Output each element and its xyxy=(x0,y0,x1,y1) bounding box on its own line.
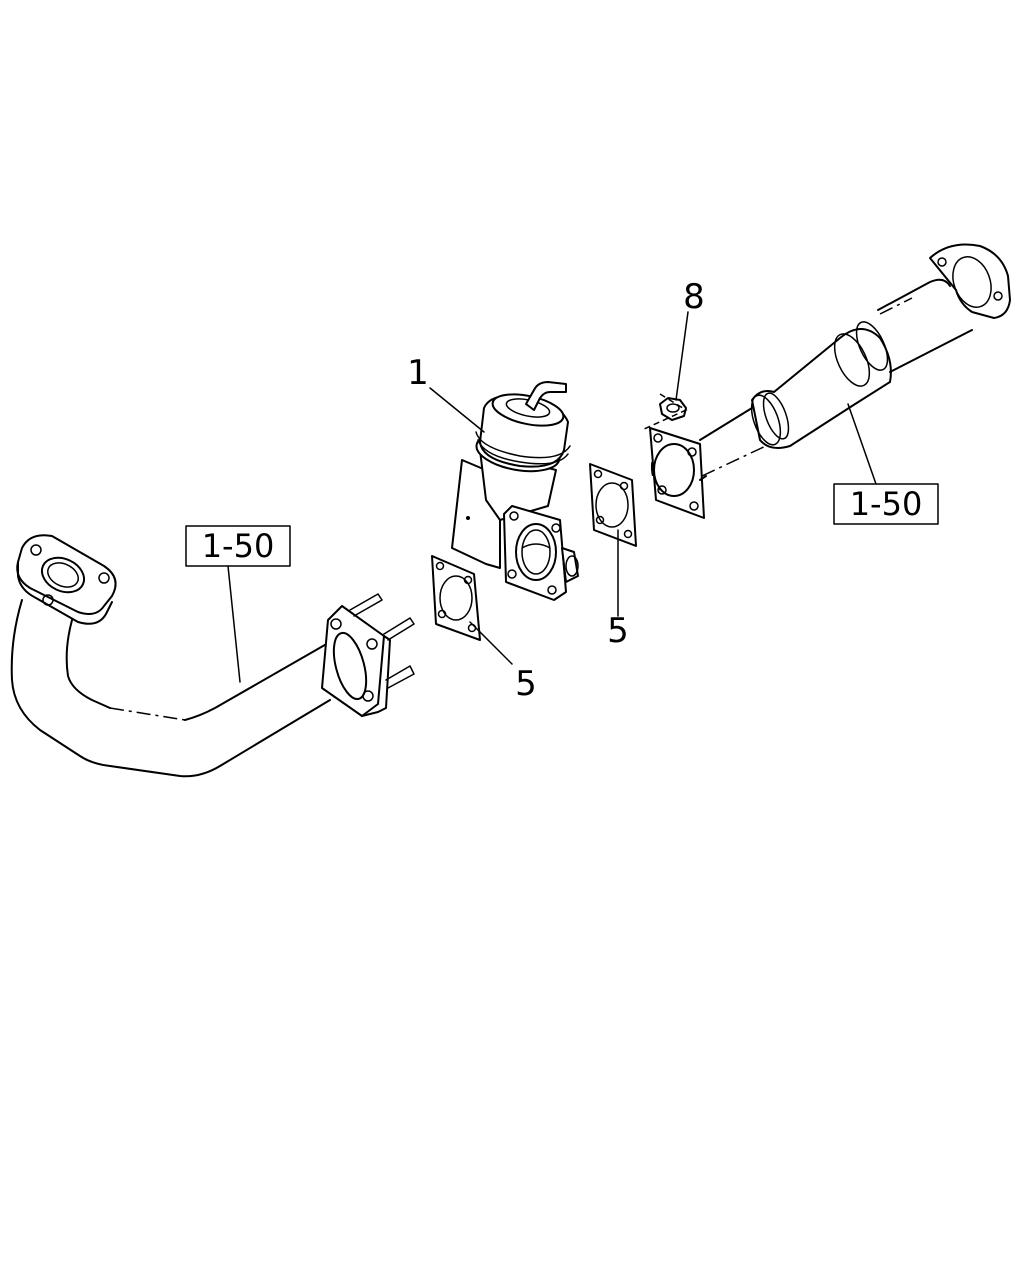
leader-part-5-left xyxy=(469,621,513,665)
front-pipe-outlet-flange xyxy=(321,593,415,717)
ref-box-right xyxy=(833,483,939,525)
tail-pipe-lower-edge xyxy=(889,329,973,373)
front-pipe-upper-edge-b xyxy=(184,641,331,721)
leader-lines xyxy=(227,311,877,683)
rear-pipe-hidden-edge xyxy=(701,443,771,477)
rear-pipe-end-flange xyxy=(929,243,1011,319)
leader-ref-right xyxy=(847,403,877,485)
tail-pipe-upper-edge xyxy=(877,278,951,311)
exhaust-brake-valve xyxy=(451,381,579,601)
tail-pipe-hidden xyxy=(879,297,913,315)
vacuum-fitting xyxy=(525,381,567,411)
ref-label-right: 1-50 xyxy=(850,485,923,523)
front-pipe-hidden-edge-a xyxy=(109,707,186,721)
gasket-right xyxy=(589,463,637,547)
callout-part-5-left: 5 xyxy=(515,664,537,704)
leader-part-8 xyxy=(675,311,689,401)
front-pipe-hidden-left xyxy=(10,599,23,681)
leader-ref-left xyxy=(227,565,241,683)
callout-part-8: 8 xyxy=(683,277,705,317)
front-exhaust-pipe xyxy=(10,534,415,778)
callout-part-5-right: 5 xyxy=(607,611,629,651)
ref-label-left: 1-50 xyxy=(202,527,275,565)
valve-outlet-flange xyxy=(503,505,579,601)
front-pipe-upper-edge-a xyxy=(65,619,111,709)
rear-exhaust-pipe xyxy=(649,243,1011,519)
gasket-left xyxy=(431,555,481,641)
ref-box-left xyxy=(185,525,291,567)
callout-part-1: 1 xyxy=(407,353,429,393)
flange-nut xyxy=(641,393,688,431)
leader-part-1 xyxy=(429,387,485,433)
catalytic-converter xyxy=(751,328,892,449)
block-rivet xyxy=(466,516,470,520)
front-pipe-inlet-flange xyxy=(16,534,117,625)
rear-pipe-upper-edge xyxy=(699,407,753,441)
front-pipe-lower-edge xyxy=(10,599,331,778)
